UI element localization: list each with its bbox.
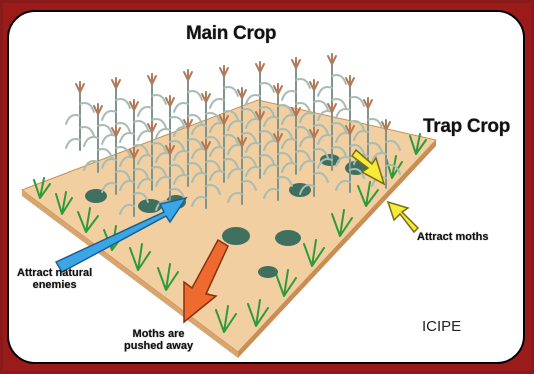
maize-leaf: [318, 87, 332, 96]
maize-leaf: [170, 117, 184, 126]
maize-leaf: [66, 139, 80, 148]
maize-leaf: [80, 127, 94, 136]
maize-leaf: [134, 121, 148, 130]
maize-leaf: [152, 95, 166, 104]
maize-tassel: [202, 92, 210, 102]
moths-pushed-label: Moths are pushed away: [124, 328, 193, 352]
maize-leaf: [98, 125, 112, 134]
maize-leaf: [332, 75, 346, 84]
attract-enemies-line2: enemies: [17, 279, 92, 291]
maize-tassel: [112, 78, 120, 88]
maize-tassel: [130, 100, 138, 110]
maize-tassel: [166, 96, 174, 106]
maize-leaf: [102, 111, 116, 120]
maize-leaf: [314, 101, 328, 110]
maize-leaf: [138, 107, 152, 116]
maize-leaf: [84, 137, 98, 146]
maize-tassel: [220, 66, 228, 76]
maize-leaf: [174, 103, 188, 112]
maize-tassel: [292, 58, 300, 68]
main-crop-label: Main Crop: [186, 23, 276, 45]
maize-leaf: [224, 87, 238, 96]
maize-tassel: [184, 70, 192, 80]
maize-leaf: [336, 109, 350, 118]
attract-moths-label: Attract moths: [417, 231, 489, 243]
maize-tassel: [310, 80, 318, 90]
maize-leaf: [210, 99, 224, 108]
maize-leaf: [66, 115, 80, 124]
maize-tassel: [274, 84, 282, 94]
credit-label: ICIPE: [422, 318, 461, 335]
maize-tassel: [364, 98, 372, 108]
trap-crop-label: Trap Crop: [423, 116, 510, 138]
maize-tassel: [346, 76, 354, 86]
maize-leaf: [138, 131, 152, 140]
maize-tassel: [256, 62, 264, 72]
maize-leaf: [350, 97, 364, 106]
attract-enemies-line1: Attract natural: [17, 267, 92, 279]
attract-enemies-label: Attract natural enemies: [17, 267, 92, 291]
maize-leaf: [80, 103, 94, 112]
maize-tassel: [76, 82, 84, 92]
maize-tassel: [238, 88, 246, 98]
maize-tassel: [94, 104, 102, 114]
maize-leaf: [296, 79, 310, 88]
maize-tassel: [148, 74, 156, 84]
maize-leaf: [102, 135, 116, 144]
moths-pushed-line2: pushed away: [124, 340, 193, 352]
moths-pushed-line1: Moths are: [124, 328, 193, 340]
maize-leaf: [116, 99, 130, 108]
maize-leaf: [120, 133, 134, 142]
maize-leaf: [282, 91, 296, 100]
maize-tassel: [328, 54, 336, 64]
maize-leaf: [188, 91, 202, 100]
maize-leaf: [260, 83, 274, 92]
